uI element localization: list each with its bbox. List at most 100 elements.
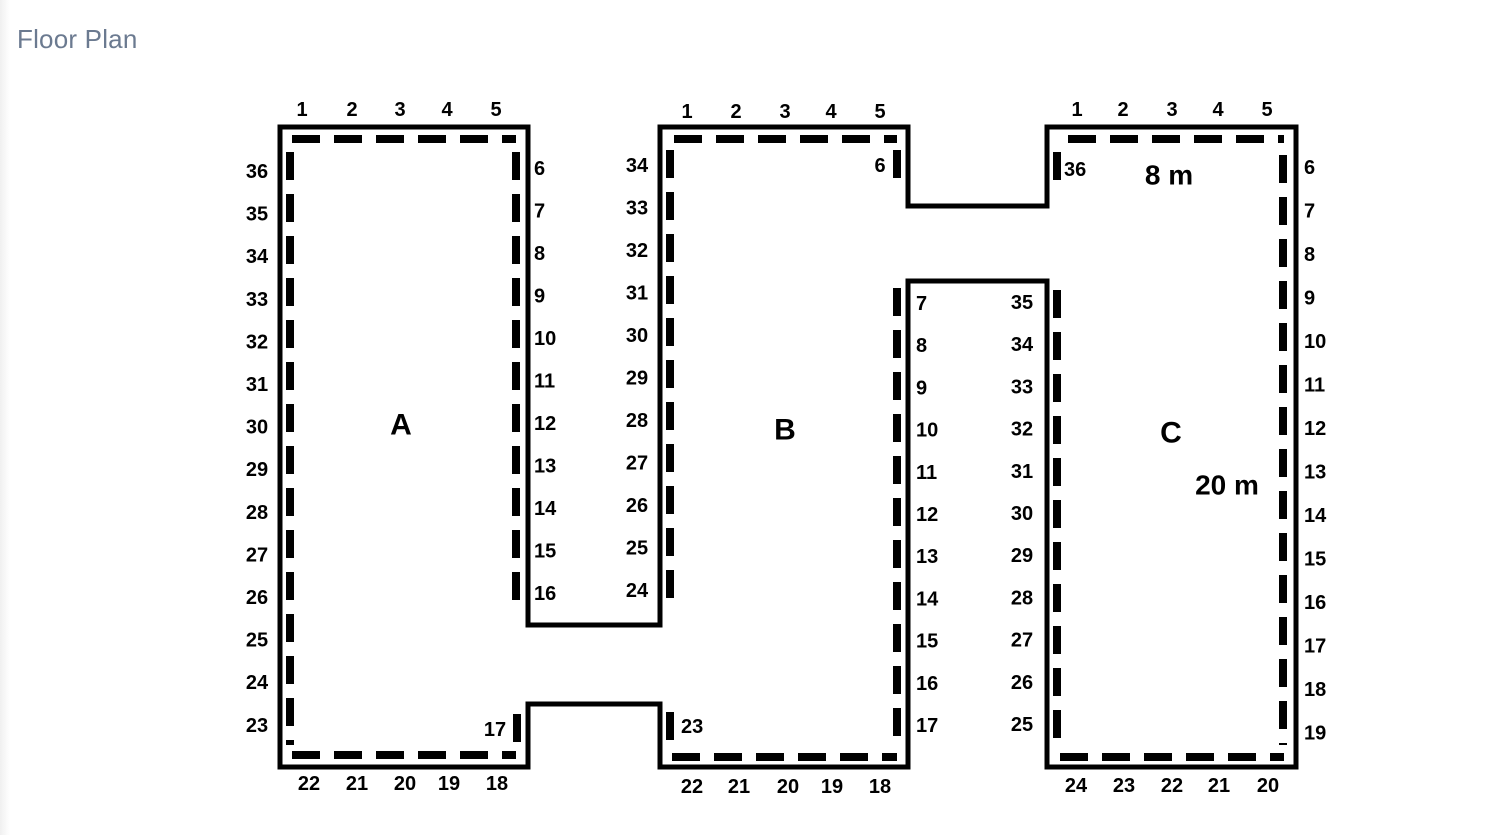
hall-c-booth-top: 4 [1212, 99, 1224, 121]
hall-a-booth-right: 11 [534, 371, 555, 393]
hall-a-booth-right: 15 [534, 541, 556, 563]
hall-a-booth-left: 25 [246, 630, 268, 652]
hall-c-booth-left: 35 [1011, 292, 1033, 314]
hall-c-booth-right: 11 [1304, 375, 1325, 397]
hall-b-booth-bottom: 21 [728, 776, 750, 798]
hall-c-booth-right: 17 [1304, 636, 1326, 658]
hall-b-booth-right: 17 [916, 715, 938, 737]
hall-a-booth-right: 13 [534, 456, 556, 478]
hall-b-booth-corner-bottom: 23 [681, 716, 703, 738]
hall-b-booth-right: 9 [916, 377, 927, 399]
hall-a-booth-left: 33 [246, 289, 268, 311]
hall-c-booth-bottom: 24 [1065, 775, 1088, 797]
hall-b-booth-right: 12 [916, 504, 938, 526]
hall-c-booth-right: 13 [1304, 462, 1326, 484]
hall-b-booth-right: 7 [916, 293, 927, 315]
hall-a-booth-left: 34 [246, 246, 269, 268]
hall-a-booth-left: 31 [246, 374, 268, 396]
hall-c-booth-top: 5 [1261, 99, 1272, 121]
hall-c-booth-right: 15 [1304, 549, 1326, 571]
dimension-length-label: 20 m [1195, 470, 1259, 501]
hall-a-booth-left: 27 [246, 544, 268, 566]
hall-b-booth-right: 15 [916, 631, 938, 653]
hall-a-booth-right: 6 [534, 158, 545, 180]
hall-c-booth-left: 30 [1011, 503, 1033, 525]
hall-a-booth-left: 29 [246, 459, 268, 481]
hall-c-booth-left: 26 [1011, 672, 1033, 694]
page-edge-shade [0, 0, 10, 835]
hall-b-booth-top: 4 [825, 101, 837, 123]
hall-b-booth-left: 29 [626, 368, 648, 390]
hall-a-booth-right: 14 [534, 498, 557, 520]
hall-b-booth-right: 10 [916, 420, 938, 442]
hall-a-booth-right: 8 [534, 243, 545, 265]
hall-b-booth-left: 30 [626, 325, 648, 347]
hall-b-booth-right: 8 [916, 335, 927, 357]
hall-c-booth-right: 12 [1304, 418, 1326, 440]
hall-a-booth-top: 3 [394, 99, 405, 121]
hall-b-booth-top: 2 [730, 101, 741, 123]
hall-c-booth-corner: 36 [1064, 159, 1086, 181]
hall-c-booth-bottom: 20 [1257, 775, 1279, 797]
hall-b-booth-right: 11 [916, 462, 937, 484]
hall-b-booth-top: 1 [681, 101, 692, 123]
hall-c-booth-right: 7 [1304, 201, 1315, 223]
hall-a-booth-left: 23 [246, 715, 268, 737]
hall-b-booth-bottom: 19 [821, 776, 843, 798]
hall-c-booth-left: 28 [1011, 587, 1033, 609]
hall-c-booth-right: 9 [1304, 288, 1315, 310]
hall-a-booth-top: 1 [296, 99, 307, 121]
hall-c-booth-left: 34 [1011, 334, 1034, 356]
hall-c-booth-bottom: 22 [1161, 775, 1183, 797]
hall-a-booth-right: 7 [534, 201, 545, 223]
hall-a-booth-corner: 17 [484, 719, 506, 741]
hall-a-booth-bottom: 22 [298, 773, 320, 795]
hall-b-booth-top: 3 [779, 101, 790, 123]
hall-b-booth-top: 5 [874, 101, 885, 123]
hall-b-booth-bottom: 18 [869, 776, 891, 798]
hall-b-booth-right: 13 [916, 546, 938, 568]
hall-b-booth-bottom: 20 [777, 776, 799, 798]
hall-b-booth-left: 24 [626, 580, 649, 602]
hall-b-booth-right: 16 [916, 673, 938, 695]
hall-a-booth-top: 5 [490, 99, 501, 121]
hall-a-outline [277, 124, 1299, 770]
hall-c-booth-right: 8 [1304, 244, 1315, 266]
hall-a-label: A [390, 409, 412, 442]
hall-c-booth-right: 16 [1304, 592, 1326, 614]
hall-a-booth-bottom: 20 [394, 773, 416, 795]
hall-b-booth-left: 31 [626, 283, 648, 305]
hall-c-booth-left: 29 [1011, 545, 1033, 567]
hall-c-booth-left: 27 [1011, 630, 1033, 652]
dimension-width-label: 8 m [1145, 160, 1193, 191]
hall-b-booth-left: 28 [626, 410, 648, 432]
hall-c-booth-top: 2 [1117, 99, 1128, 121]
hall-c-booth-bottom: 21 [1208, 775, 1230, 797]
hall-a-booth-left: 28 [246, 502, 268, 524]
hall-c-booth-top: 1 [1071, 99, 1082, 121]
hall-a-booth-left: 26 [246, 587, 268, 609]
hall-c-booth-top: 3 [1166, 99, 1177, 121]
hall-b-booth-corner-top: 6 [874, 155, 885, 177]
hall-b-booth-left: 26 [626, 495, 648, 517]
hall-c-booth-left: 31 [1011, 461, 1033, 483]
hall-b-booth-bottom: 22 [681, 776, 703, 798]
hall-a-booth-right: 12 [534, 413, 556, 435]
hall-c-booth-right: 6 [1304, 157, 1315, 179]
hall-c-booth-bottom: 23 [1113, 775, 1135, 797]
hall-b-booth-left: 25 [626, 538, 648, 560]
hall-b-booth-left: 32 [626, 240, 648, 262]
hall-a-booth-top: 4 [441, 99, 453, 121]
hall-b-booth-right: 14 [916, 588, 939, 610]
hall-a-booth-left: 32 [246, 331, 268, 353]
hall-a-booth-top: 2 [346, 99, 357, 121]
hall-c-booth-right: 18 [1304, 679, 1326, 701]
hall-a-booth-left: 24 [246, 672, 269, 694]
hall-a-booth-bottom: 19 [438, 773, 460, 795]
hall-b-booth-left: 27 [626, 453, 648, 475]
hall-b-booth-left: 34 [626, 155, 649, 177]
hall-a-booth-right: 16 [534, 583, 556, 605]
hall-a-booth-bottom: 21 [346, 773, 368, 795]
hall-c-booth-left: 25 [1011, 714, 1033, 736]
